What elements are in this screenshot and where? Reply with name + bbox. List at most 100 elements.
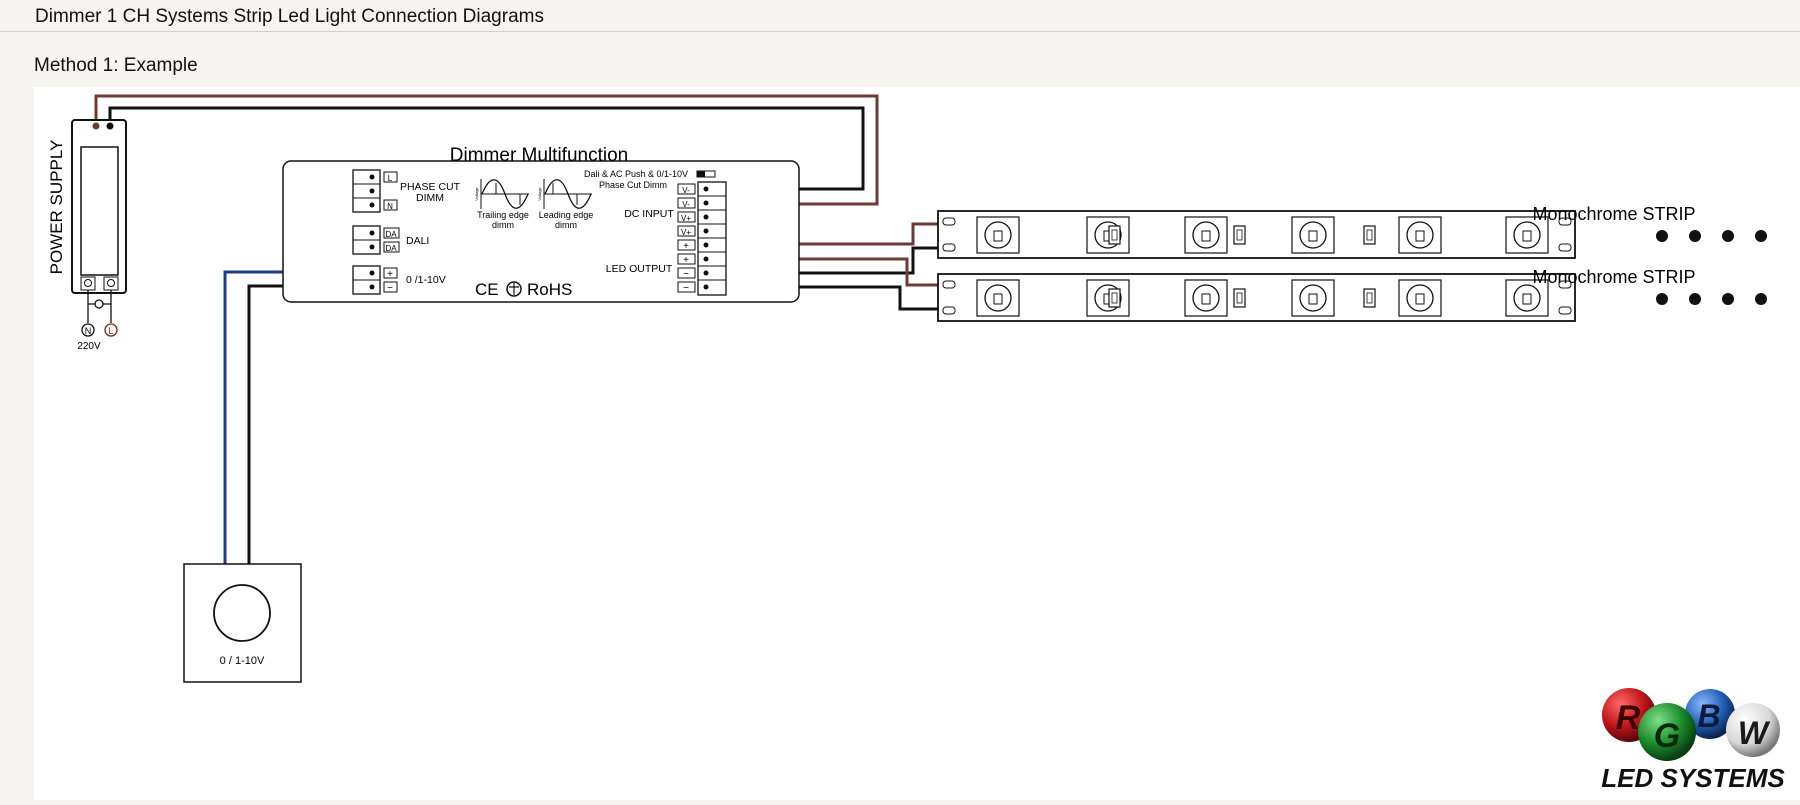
strip-pad-negative (942, 306, 956, 315)
led-terminal-1: + (683, 241, 689, 252)
dc-terminal-3: V+ (681, 214, 691, 223)
method-title: Method 1: Example (34, 55, 198, 76)
strip-led-chip (1398, 279, 1442, 317)
strip-led-chip (1291, 216, 1335, 254)
strip-led-chip (1398, 216, 1442, 254)
strip-pad-positive (942, 217, 956, 226)
psu-terminal-negative (106, 122, 114, 130)
strip-led-chip (1086, 279, 1130, 317)
logo-ball-blue (1685, 689, 1735, 739)
psu-voltage-label: 220V (77, 341, 101, 352)
leading-edge-waveform: Voltage (537, 179, 592, 209)
power-supply-label-panel (80, 146, 119, 276)
strip-resistor (1233, 225, 1246, 245)
strip-pad-end-2 (1558, 243, 1572, 252)
strip-2-dots (1656, 293, 1767, 305)
diagram-svg: N L 220V POWER SUPPLY Dimmer Multifuncti… (47, 94, 1785, 793)
strip-1-label: Monochrome STRIP (1532, 204, 1695, 224)
power-supply-label: POWER SUPPLY (47, 140, 66, 275)
strip-resistor (1363, 288, 1376, 308)
dimmer-module: Dimmer Multifunction L N PHASE CUT DIMM … (282, 145, 800, 303)
dali-terminal-2: DA (385, 244, 397, 253)
strip-led-chip (1505, 216, 1549, 254)
psu-mains-l (104, 323, 118, 337)
page-title: Dimmer 1 CH Systems Strip Led Light Conn… (35, 6, 544, 27)
controller-label: 0 / 1-10V (220, 655, 265, 667)
strip-pad-end-2 (1558, 306, 1572, 315)
logo-letter-b: B (1697, 698, 1720, 734)
strip-resistor (1363, 225, 1376, 245)
led-terminal-4: − (683, 283, 689, 294)
logo-ball-green (1638, 703, 1696, 761)
dali-terminal-1: DA (385, 230, 397, 239)
wall-controller: 0 / 1-10V (183, 563, 302, 683)
psu-mains-n-label: N (85, 326, 92, 336)
rgbw-logo: R G B W LED SYSTEMS (1601, 688, 1785, 793)
logo-ball-white (1726, 703, 1780, 757)
dali-label: DALI (406, 235, 429, 247)
strip-pad-negative (942, 243, 956, 252)
connection-diagram: N L 220V POWER SUPPLY Dimmer Multifuncti… (34, 87, 1800, 800)
strip-resistor (1108, 288, 1121, 308)
title-divider (0, 31, 1800, 32)
mode-line-1: Dali & AC Push & 0/1-10V (584, 169, 688, 179)
phase-cut-label-2: DIMM (416, 192, 444, 204)
strip-led-chip (976, 216, 1020, 254)
psu-mains-l-label: L (108, 326, 113, 336)
phase-terminal-l: L (388, 174, 393, 183)
rohs-mark: RoHS (527, 280, 572, 299)
leading-axis-label: Voltage (537, 187, 542, 201)
trailing-edge-waveform: Voltage (474, 179, 529, 209)
control-label: 0 /1-10V (406, 274, 446, 286)
led-terminal-2: + (683, 255, 689, 266)
strip-led-chip (1184, 216, 1228, 254)
strip-led-chip (976, 279, 1020, 317)
leading-label-2: dimm (555, 220, 577, 230)
dimmer-body (282, 160, 800, 303)
wire-strip2-positive (727, 257, 944, 287)
phase-cut-label-1: PHASE CUT (400, 181, 461, 193)
wire-strip2-negative (727, 285, 944, 311)
psu-terminal-positive (92, 122, 100, 130)
trailing-axis-label: Voltage (474, 187, 479, 201)
strip-led-chip (1086, 216, 1130, 254)
mode-line-2: Phase Cut Dimm (599, 180, 667, 190)
led-output-label: LED OUTPUT (606, 263, 673, 275)
power-supply: N L 220V POWER SUPPLY (47, 119, 127, 352)
strip-body (937, 273, 1576, 322)
dc-input-label: DC INPUT (624, 208, 674, 220)
strip-pad-end-1 (1558, 217, 1572, 226)
psu-mains-n (81, 323, 95, 337)
led-strip-1 (937, 210, 1576, 259)
logo-letter-r: R (1616, 699, 1641, 737)
right-terminal-screws (703, 186, 709, 290)
logo-letter-w: W (1738, 715, 1771, 751)
dc-terminal-2: V- (682, 200, 690, 209)
controller-knob (213, 584, 271, 642)
phase-cut-terminal-block (352, 169, 381, 213)
led-terminal-3: − (683, 269, 689, 280)
led-strip-2 (937, 273, 1576, 322)
wire-control-positive (223, 270, 353, 577)
dc-terminal-1: V- (682, 186, 690, 195)
strip-resistor (1108, 225, 1121, 245)
dc-terminal-4: V+ (681, 228, 691, 237)
trailing-label-1: Trailing edge (477, 210, 529, 220)
strip-body (937, 210, 1576, 259)
right-terminal-dividers (698, 195, 726, 281)
control-plus: + (387, 269, 393, 280)
strip-led-chip (1184, 279, 1228, 317)
strip-pad-end-1 (1558, 280, 1572, 289)
wire-control-negative (247, 284, 353, 577)
trailing-label-2: dimm (492, 220, 514, 230)
cert-icon (506, 281, 522, 297)
led-strips (937, 210, 1576, 322)
phase-terminal-n: N (387, 202, 393, 211)
wire-strip1-positive (727, 222, 944, 246)
strip-led-chip (1505, 279, 1549, 317)
control-minus: − (387, 283, 393, 294)
ce-mark: CE (475, 280, 499, 299)
strip-2-label: Monochrome STRIP (1532, 267, 1695, 287)
leading-label-1: Leading edge (539, 210, 594, 220)
wire-strip1-negative (727, 246, 944, 275)
